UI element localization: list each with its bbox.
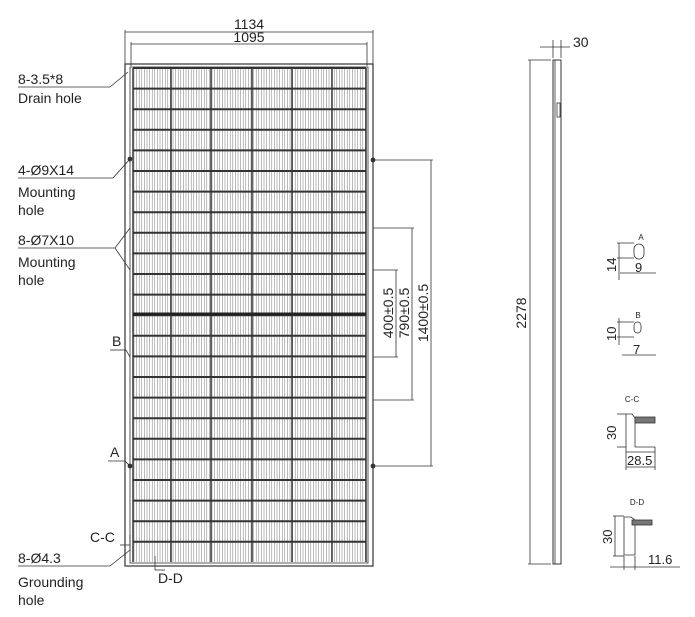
section-mark-cc: C-C [90, 529, 115, 545]
panel-front-view [124, 63, 374, 567]
dim-1400: 1400±0.5 [415, 284, 431, 343]
dim-1134: 1134 [234, 16, 264, 32]
section-mark-b: B [112, 333, 122, 349]
detail-cc-height: 30 [604, 426, 619, 440]
dim-30: 30 [573, 34, 589, 50]
detail-dd-title: D-D [630, 498, 644, 507]
dim-1095: 1095 [233, 29, 264, 45]
mounting-7x10-spec: 8-Ø7X10 [18, 232, 75, 248]
drain-hole-spec: 8-3.5*8 [18, 71, 64, 87]
dim-790: 790±0.5 [396, 288, 412, 339]
detail-cc: C-C 30 28.5 [604, 395, 656, 470]
panel-side-view: 30 2278 [513, 34, 589, 565]
detail-a-width: 9 [635, 260, 642, 275]
callout-leaders [18, 71, 165, 571]
detail-b: B 10 7 [604, 311, 656, 357]
mounting-dimensions: 400±0.5 790±0.5 1400±0.5 [370, 157, 433, 469]
detail-dd-width: 11.6 [648, 552, 672, 567]
section-mark-a: A [110, 444, 120, 460]
detail-a: A 14 9 [604, 233, 656, 280]
grounding-hole-label-1: Grounding [18, 574, 84, 590]
top-dimensions: 1134 1095 [124, 16, 374, 66]
detail-a-title: A [638, 233, 644, 242]
section-mark-dd: D-D [158, 570, 183, 586]
dim-400: 400±0.5 [380, 288, 396, 339]
dim-2278: 2278 [513, 297, 529, 328]
detail-cc-title: C-C [625, 395, 639, 404]
detail-b-title: B [635, 311, 640, 320]
mounting-9x14-label-2: hole [18, 202, 45, 218]
mounting-7x10-label-2: hole [18, 272, 45, 288]
detail-dd-height: 30 [600, 530, 615, 544]
detail-cc-width: 28.5 [627, 453, 652, 468]
mounting-9x14-label-1: Mounting [18, 184, 76, 200]
grounding-hole-label-2: hole [18, 592, 45, 608]
detail-b-height: 10 [604, 327, 619, 341]
detail-b-width: 7 [633, 342, 640, 357]
drain-hole-label: Drain hole [18, 90, 82, 106]
mounting-9x14-spec: 4-Ø9X14 [18, 162, 75, 178]
detail-a-height: 14 [604, 258, 619, 272]
detail-dd: D-D 30 11.6 [600, 498, 680, 570]
grounding-hole-spec: 8-Ø4.3 [18, 550, 61, 566]
mounting-7x10-label-1: Mounting [18, 254, 76, 270]
